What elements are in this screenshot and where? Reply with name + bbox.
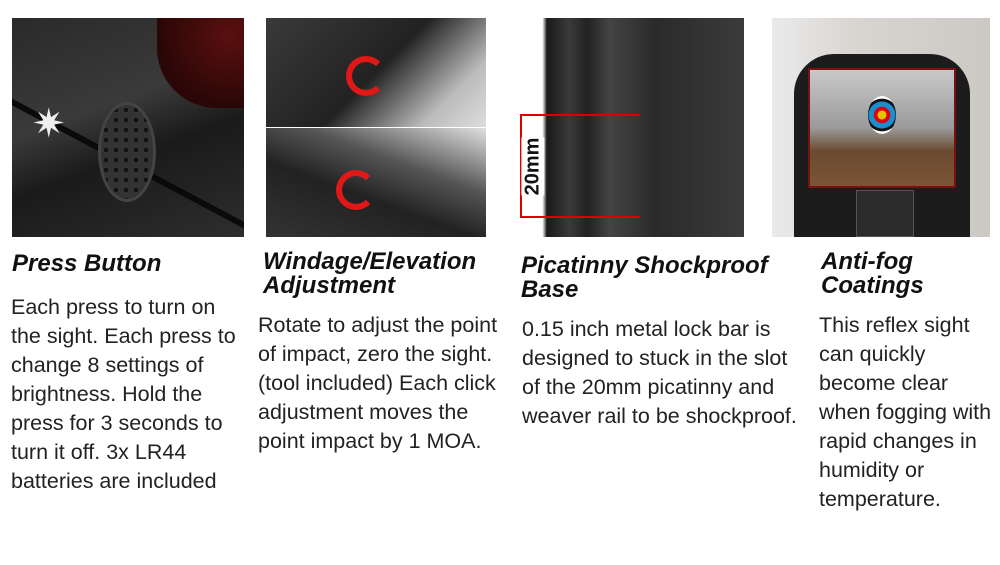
feature-description: 0.15 inch metal lock bar is designed to …	[522, 317, 797, 428]
feature-title: Press Button	[12, 250, 162, 277]
feature-description: This reflex sight can quickly become cle…	[819, 313, 992, 511]
brightness-icon: ✷	[32, 102, 66, 146]
feature-description: Rotate to adjust the point of impact, ze…	[258, 313, 498, 453]
measure-line-top	[520, 114, 640, 116]
measure-line-bottom	[520, 216, 640, 218]
press-button-photo: ✷	[12, 18, 244, 237]
rotate-arrow-icon	[346, 56, 386, 96]
sight-base	[856, 190, 914, 237]
target-icon	[868, 96, 896, 134]
windage-adjustment-photo	[266, 18, 486, 127]
feature-title: Picatinny Shockproof Base	[521, 252, 768, 303]
measurement-label: 20mm	[520, 114, 545, 218]
picatinny-base-photo: 20mm	[520, 18, 744, 237]
feature-title: Windage/Elevation Adjustment	[263, 248, 477, 299]
feature-title: Anti-fog Coatings	[821, 248, 924, 299]
anti-fog-photo	[772, 18, 990, 237]
brightness-button	[98, 102, 156, 202]
feature-description: Each press to turn on the sight. Each pr…	[11, 295, 236, 493]
measure-text: 20mm	[521, 137, 545, 195]
lens-hood	[157, 18, 244, 108]
rotate-arrow-icon	[336, 170, 376, 210]
elevation-adjustment-photo	[266, 128, 486, 237]
